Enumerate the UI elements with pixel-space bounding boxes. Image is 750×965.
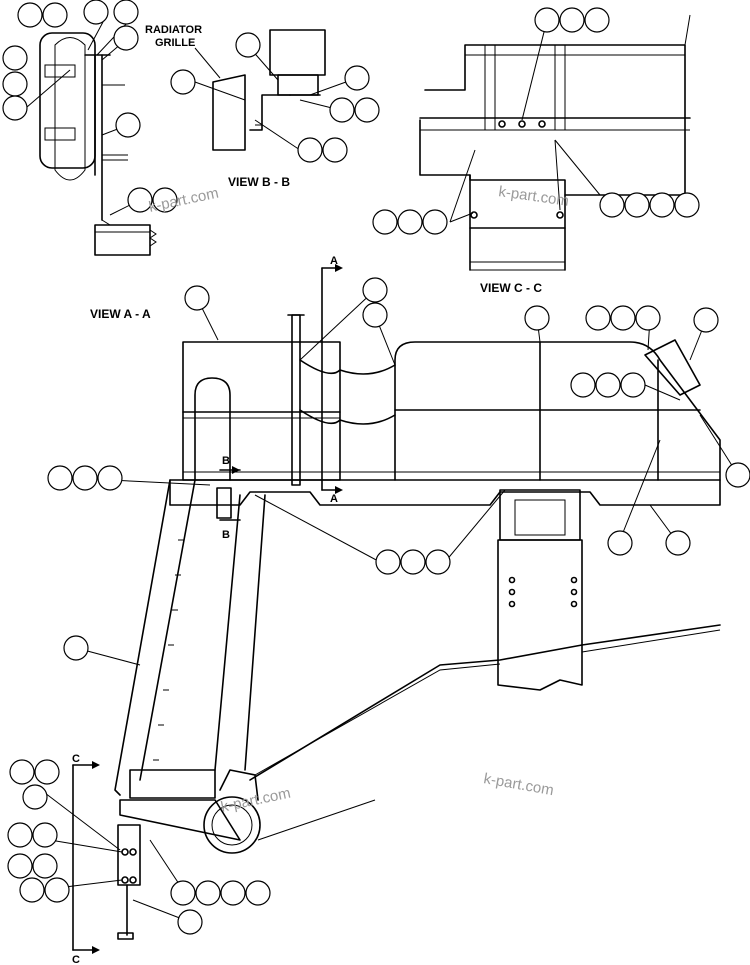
leader-lines [26, 19, 739, 923]
watermark: k-part.com [147, 185, 220, 216]
radiator-grille-label-line2: GRILLE [155, 37, 195, 49]
detail-grille-handrail [39, 32, 157, 256]
platform-railing [169, 314, 721, 506]
view-b-b-drawing [212, 29, 326, 151]
section-markers [72, 264, 343, 954]
watermark: k-part.com [497, 183, 570, 210]
section-b-bottom-label: B [222, 529, 230, 541]
view-a-a-label: VIEW A - A [90, 307, 151, 321]
section-c-bottom-label: C [72, 954, 80, 965]
view-c-c-drawing [419, 14, 691, 271]
section-a-top-label: A [330, 255, 338, 267]
watermark: k-part.com [482, 770, 555, 799]
chassis [249, 489, 721, 841]
watermarks: k-part.com k-part.com k-part.com k-part.… [147, 183, 570, 816]
view-b-b-label: VIEW B - B [228, 175, 290, 189]
section-b-top-label: B [222, 455, 230, 467]
section-c-top-label: C [72, 753, 80, 765]
radiator-grille-label-line1: RADIATOR [145, 24, 202, 36]
view-c-c-label: VIEW C - C [480, 281, 542, 295]
text-labels: RADIATOR GRILLE VIEW B - B VIEW C - C VI… [72, 24, 542, 965]
section-a-bottom-label: A [330, 493, 338, 505]
reference-bubbles [2, 0, 750, 935]
ladder [114, 479, 266, 940]
